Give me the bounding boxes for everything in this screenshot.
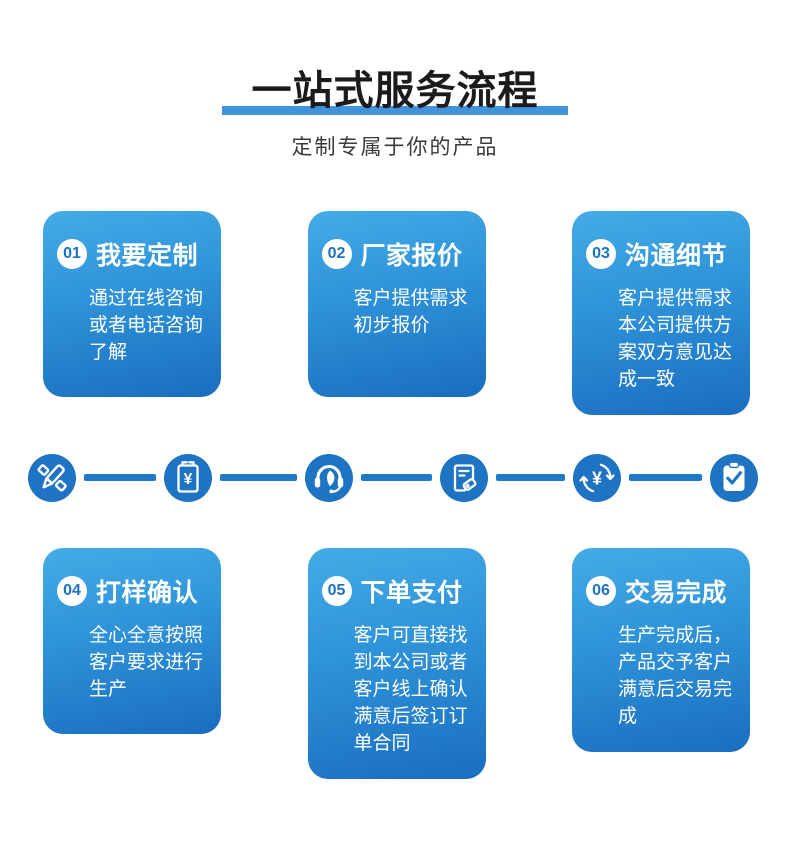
step-description: 客户提供需求初步报价 (353, 288, 468, 336)
step-number-badge: 03 (586, 239, 616, 269)
step-title: 打样确认 (96, 579, 199, 607)
steps-row-2: 04 打样确认 全心全意按照客户要求进行生产 05 下单支付 客户可直接找到本公… (43, 548, 750, 779)
step-description: 客户可直接找到本公司或者客户线上确认满意后签订订单合同 (353, 625, 468, 754)
flow-connector-line (84, 474, 156, 481)
step-title: 下单支付 (360, 579, 463, 607)
flow-node-4 (440, 454, 488, 502)
design-icon (37, 464, 67, 492)
flow-node-1 (28, 454, 76, 502)
step-title: 我要定制 (96, 242, 199, 270)
page-subtitle: 定制专属于你的产品 (291, 136, 499, 159)
step-number-badge: 02 (321, 239, 352, 269)
quote-icon: ¥ (177, 461, 199, 493)
title-underline-bar (222, 106, 568, 115)
flow-connector-line (496, 474, 565, 481)
payment-icon: ¥ (579, 463, 615, 493)
flow-node-2: ¥ (164, 454, 212, 502)
step-number-badge: 05 (321, 576, 352, 606)
step-card-head: 04 打样确认 (57, 573, 210, 609)
step-description: 通过在线咨询或者电话咨询了解 (89, 288, 204, 363)
step-title: 交易完成 (625, 579, 728, 607)
complete-icon (723, 461, 745, 491)
order-icon (453, 464, 477, 492)
step-number-badge: 01 (57, 239, 87, 269)
step-description: 客户提供需求本公司提供方案双方意见达成一致 (618, 288, 733, 390)
step-card-6: 06 交易完成 生产完成后，产品交予客户满意后交易完成 (572, 548, 750, 752)
svg-text:¥: ¥ (592, 469, 602, 489)
customer-service-icon (314, 465, 344, 494)
flow-node-3 (305, 454, 353, 502)
step-card-2: 02 厂家报价 客户提供需求初步报价 (307, 211, 486, 397)
flow-connector-line (361, 474, 432, 481)
step-card-head: 02 厂家报价 (321, 236, 475, 272)
flow-connector-line (220, 474, 297, 481)
step-description: 生产完成后，产品交予客户满意后交易完成 (618, 625, 733, 727)
step-card-3: 03 沟通细节 客户提供需求本公司提供方案双方意见达成一致 (572, 211, 750, 415)
step-card-head: 03 沟通细节 (586, 236, 739, 272)
step-card-5: 05 下单支付 客户可直接找到本公司或者客户线上确认满意后签订订单合同 (307, 548, 486, 779)
step-number-badge: 06 (586, 576, 616, 606)
step-card-4: 04 打样确认 全心全意按照客户要求进行生产 (43, 548, 221, 734)
steps-row-1: 01 我要定制 通过在线咨询或者电话咨询了解 02 厂家报价 客户提供需求初步报… (43, 211, 750, 415)
page-title: 一站式服务流程 (251, 69, 539, 113)
step-title: 厂家报价 (360, 242, 463, 270)
step-number-badge: 04 (57, 576, 87, 606)
flow-node-6 (710, 454, 758, 502)
step-description: 全心全意按照客户要求进行生产 (89, 625, 204, 700)
step-card-head: 06 交易完成 (586, 573, 739, 609)
flow-node-5: ¥ (573, 454, 621, 502)
svg-text:¥: ¥ (184, 471, 193, 488)
flow-connector-line (629, 474, 702, 481)
step-card-1: 01 我要定制 通过在线咨询或者电话咨询了解 (43, 211, 221, 397)
step-card-head: 05 下单支付 (321, 573, 475, 609)
step-card-head: 01 我要定制 (57, 236, 210, 272)
step-title: 沟通细节 (625, 242, 728, 270)
